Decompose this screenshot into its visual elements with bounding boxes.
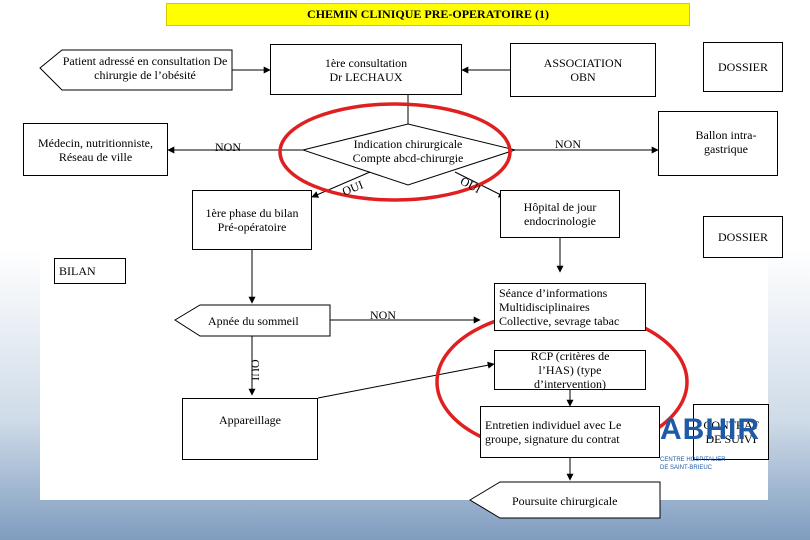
edge-label-non-mid: NON — [370, 308, 396, 322]
node-phase1: 1ère phase du bilan Pré-opératoire — [192, 190, 312, 250]
node-rcp: RCP (critères de l’HAS) (type d’interven… — [494, 349, 646, 391]
node-dossier-mid: DOSSIER — [703, 216, 783, 258]
node-medecin: Médecin, nutritionniste, Réseau de ville — [23, 123, 168, 176]
poursuite-pentagon-shape — [469, 481, 661, 519]
diagram-title: CHEMIN CLINIQUE PRE-OPERATOIRE (1) — [166, 3, 690, 26]
node-hopital: Hôpital de jour endocrinologie — [500, 190, 620, 238]
edge-label-non-left: NON — [215, 140, 241, 154]
node-seance: Séance d’informations Multidisciplinaire… — [494, 283, 646, 331]
node-dossier-top: DOSSIER — [703, 42, 783, 92]
node-bilan: BILAN — [54, 258, 126, 284]
edge-label-oui-vertical: OUI — [248, 359, 263, 381]
node-patient: Patient adressé en consultation De chiru… — [62, 54, 228, 82]
node-poursuite: Poursuite chirurgicale — [512, 494, 618, 508]
node-apnee: Apnée du sommeil — [208, 314, 299, 328]
node-contrat: CONTRAT DE SUIVI — [693, 404, 769, 460]
node-indication: Indication chirurgicale Compte abcd-chir… — [352, 137, 464, 165]
node-ballon: Ballon intra-gastrique — [658, 111, 778, 176]
node-association: ASSOCIATION OBN — [510, 43, 656, 97]
arrow-appareillage-rcp — [317, 361, 495, 399]
node-appareillage: Appareillage — [182, 398, 318, 460]
arrow-indication-phase1 — [311, 171, 371, 198]
edge-label-non-right: NON — [555, 137, 581, 151]
highlight-circle-indication — [278, 102, 512, 202]
logo-text: ABHIR — [660, 413, 760, 446]
node-consultation: 1ère consultation Dr LECHAUX — [270, 44, 462, 95]
node-entretien: Entretien individuel avec Le groupe, sig… — [480, 406, 660, 458]
